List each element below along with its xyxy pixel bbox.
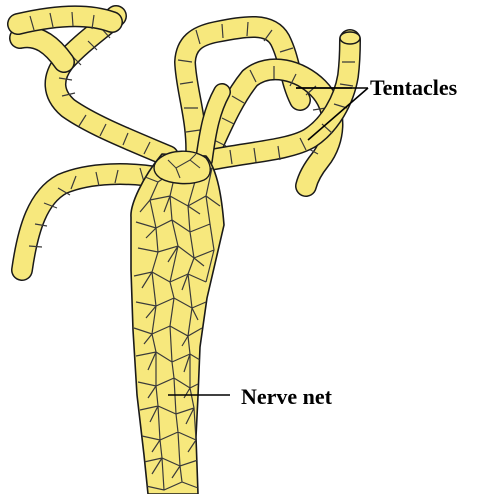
tentacle-upper-left: [55, 16, 168, 156]
tentacles-label: Tentacles: [370, 75, 458, 100]
hydra-body: [131, 151, 224, 494]
nerve-net-label: Nerve net: [241, 384, 333, 409]
